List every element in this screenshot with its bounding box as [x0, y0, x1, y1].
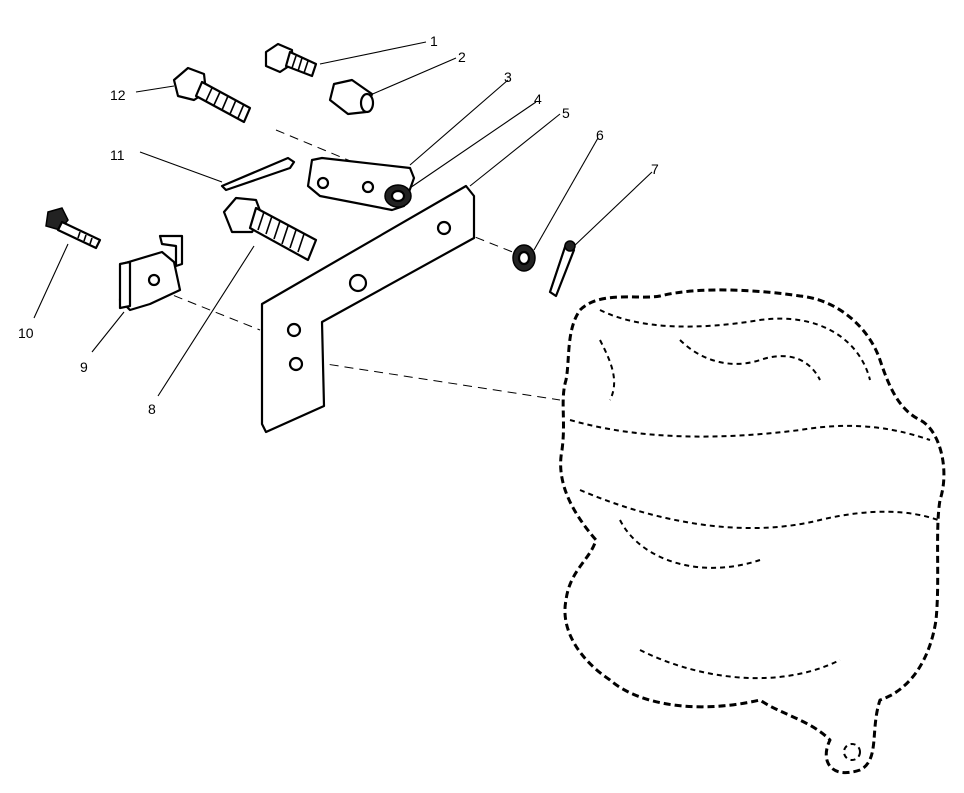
- leader-5: [469, 113, 561, 187]
- part-11-pin: [220, 156, 296, 192]
- centerline-upper: [275, 129, 361, 166]
- callout-3: 3: [504, 69, 512, 85]
- callout-labels: 1 2 3 4 5 6 7 8 9 10 11 12: [18, 33, 659, 417]
- callout-4: 4: [534, 91, 542, 107]
- part-4-washer: [384, 184, 412, 208]
- part-12-bolt: [172, 66, 252, 124]
- leader-lines: [33, 41, 653, 397]
- leader-11: [139, 151, 223, 183]
- part-7-cotter-pin: [548, 240, 576, 298]
- callout-10: 10: [18, 325, 34, 341]
- centerline-clip: [159, 289, 261, 331]
- callout-5: 5: [562, 105, 570, 121]
- callout-8: 8: [148, 401, 156, 417]
- part-10-screw: [45, 207, 102, 250]
- leader-1: [319, 41, 427, 65]
- callout-11: 11: [110, 147, 125, 163]
- part-1-bolt: [264, 42, 318, 78]
- callout-6: 6: [596, 127, 604, 143]
- leader-12: [135, 85, 175, 93]
- callout-7: 7: [651, 161, 659, 177]
- phantom-housing: [559, 288, 946, 775]
- leader-7: [571, 171, 653, 249]
- leader-2: [367, 57, 457, 97]
- part-8-large-bolt: [222, 196, 318, 262]
- part-5-bracket: [260, 184, 476, 434]
- leader-10: [33, 243, 69, 319]
- callout-2: 2: [458, 49, 466, 65]
- leader-9: [91, 311, 125, 353]
- part-9-clip: [118, 234, 184, 312]
- leader-6: [533, 137, 599, 251]
- callout-9: 9: [80, 359, 88, 375]
- callout-12: 12: [110, 87, 126, 103]
- part-2-spacer: [328, 78, 375, 116]
- leader-8: [157, 245, 255, 397]
- part-6-nut: [512, 244, 536, 272]
- leader-3: [409, 79, 509, 166]
- centerline-bracket: [299, 359, 561, 401]
- callout-1: 1: [430, 33, 438, 49]
- leader-4: [403, 101, 537, 193]
